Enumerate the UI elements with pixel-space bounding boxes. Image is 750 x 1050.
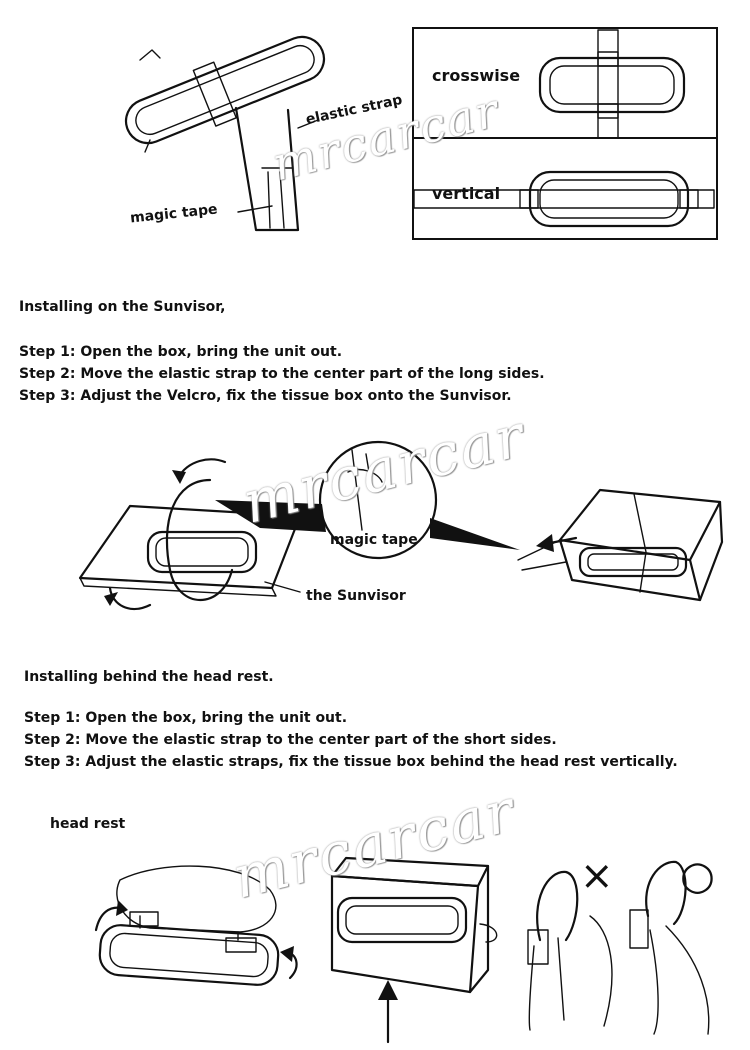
- orientation-box: [412, 27, 718, 240]
- label-crosswise: crosswise: [432, 66, 521, 85]
- sunvisor-step-1: Step 1: Open the box, bring the unit out…: [19, 344, 343, 360]
- sunvisor-diagram: [78, 440, 724, 611]
- sunvisor-heading: Installing on the Sunvisor,: [19, 299, 226, 315]
- label-magic-tape-zoom: magic tape: [330, 532, 418, 548]
- headrest-step-2: Step 2: Move the elastic strap to the ce…: [24, 732, 557, 748]
- right-mark-icon: ○: [680, 853, 715, 899]
- headrest-step-1: Step 1: Open the box, bring the unit out…: [24, 710, 348, 726]
- orientation-divider: [414, 137, 716, 139]
- headrest-diagram: [94, 856, 710, 1044]
- strap-diagram: [124, 35, 326, 232]
- label-the-sunvisor: the Sunvisor: [306, 588, 406, 604]
- sunvisor-step-3: Step 3: Adjust the Velcro, fix the tissu…: [19, 388, 512, 404]
- orientation-illustrations: [413, 29, 715, 228]
- wrong-mark-icon: ×: [580, 853, 614, 899]
- label-head-rest: head rest: [50, 816, 126, 832]
- label-vertical: vertical: [432, 184, 501, 203]
- headrest-step-3: Step 3: Adjust the elastic straps, fix t…: [24, 754, 678, 770]
- headrest-heading: Installing behind the head rest.: [24, 669, 274, 685]
- sunvisor-step-2: Step 2: Move the elastic strap to the ce…: [19, 366, 545, 382]
